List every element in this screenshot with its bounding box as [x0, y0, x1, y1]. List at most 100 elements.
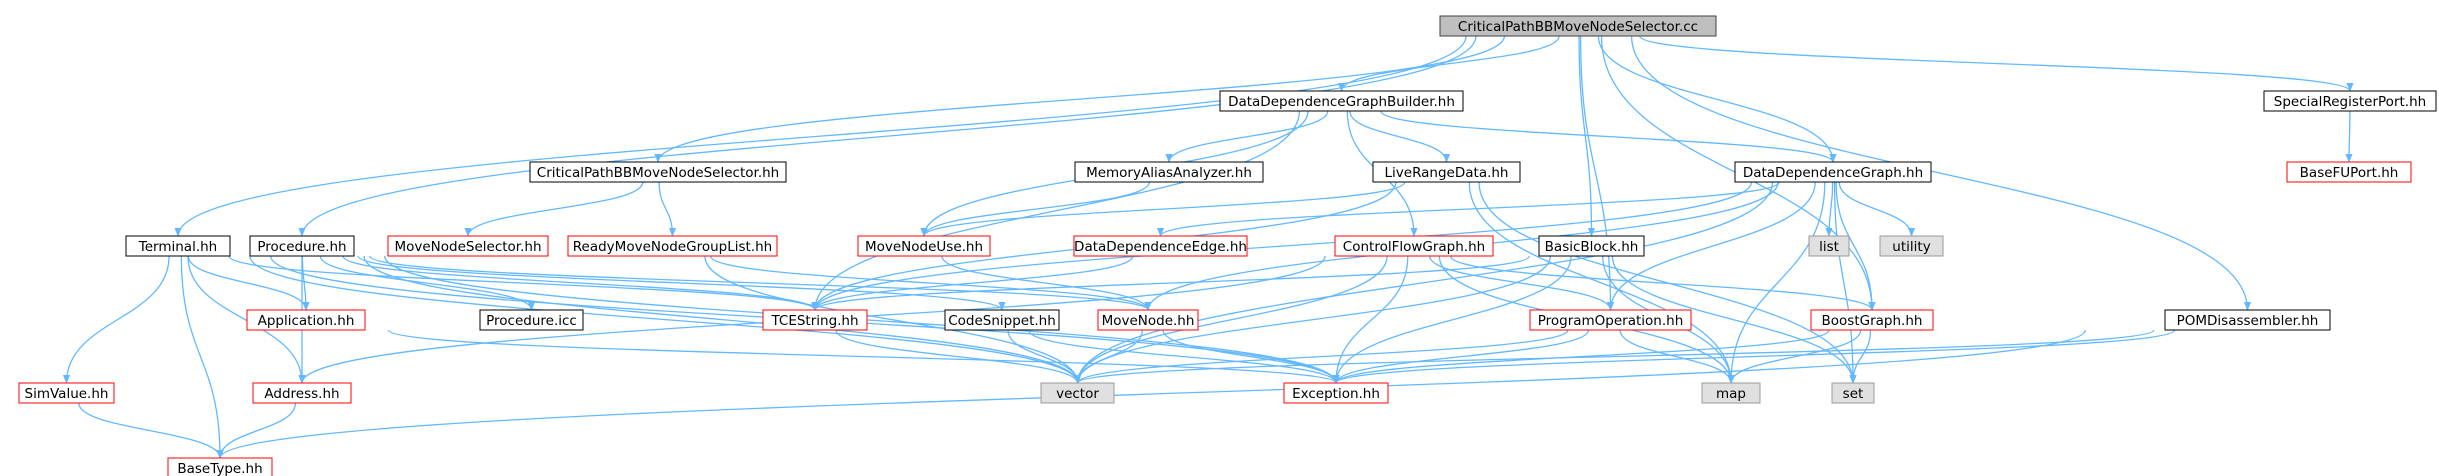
- node-label: Terminal.hh: [138, 239, 217, 255]
- node-box: [1879, 235, 1944, 257]
- node-label: set: [1843, 386, 1864, 402]
- node-bg[interactable]: BoostGraph.hh: [1810, 309, 1934, 331]
- node-ddg[interactable]: DataDependenceGraph.hh: [1734, 161, 1932, 183]
- edge-sim-to-bt: [78, 402, 224, 459]
- edge-line: [811, 255, 1531, 311]
- node-rmngl[interactable]: ReadyMoveNodeGroupList.hh: [567, 235, 778, 257]
- node-box: [1734, 161, 1932, 183]
- edge-line: [654, 35, 1506, 163]
- edge-line: [1619, 329, 1735, 384]
- node-bb[interactable]: BasicBlock.hh: [1538, 235, 1645, 257]
- edge-line: [2345, 110, 2353, 163]
- node-label: BasicBlock.hh: [1545, 239, 1639, 255]
- edge-pomd-to-bt: [216, 329, 2086, 459]
- node-box: [857, 235, 991, 257]
- node-procicc[interactable]: Procedure.icc: [479, 309, 584, 331]
- edge-proc-to-app: [301, 255, 310, 311]
- edge-term-to-app: [187, 255, 310, 311]
- edge-cpbb-to-rmngl: [658, 181, 677, 237]
- edge-line: [1380, 110, 1837, 163]
- edge-dde-to-tces: [811, 255, 1134, 311]
- node-box: [944, 309, 1060, 331]
- edge-ddgb-to-ddg: [1380, 110, 1837, 163]
- edge-line: [1579, 35, 1615, 311]
- node-root[interactable]: CriticalPathBBMoveNodeSelector.cc: [1439, 15, 1717, 37]
- edge-srp-to-bfu: [2345, 110, 2353, 163]
- edge-bg-to-set: [1849, 329, 1872, 384]
- node-box: [1334, 235, 1494, 257]
- edge-root-to-ddgb: [1337, 35, 1560, 92]
- node-sim[interactable]: SimValue.hh: [18, 382, 115, 404]
- node-mns[interactable]: MoveNodeSelector.hh: [387, 235, 549, 257]
- edge-line: [174, 35, 1467, 237]
- edge-ddg-to-util: [1838, 181, 1916, 237]
- edge-lrd-to-map: [1468, 181, 1735, 384]
- node-list: list: [1808, 235, 1850, 257]
- edge-line: [216, 402, 297, 459]
- node-box: [479, 309, 584, 331]
- edge-cfg-to-vec: [1073, 255, 1388, 384]
- edge-lrd-to-set: [1478, 181, 1857, 384]
- edge-root-to-term: [174, 35, 1467, 237]
- edge-ddgb-to-tces: [811, 110, 1301, 311]
- edge-line: [811, 110, 1301, 311]
- node-label: DataDependenceEdge.hh: [1074, 239, 1247, 255]
- edge-root-to-srp: [1639, 35, 2354, 92]
- edge-root-to-po: [1579, 35, 1615, 311]
- edge-term-to-bt: [180, 255, 224, 459]
- edge-line: [187, 255, 310, 311]
- node-exc[interactable]: Exception.hh: [1283, 382, 1389, 404]
- edge-line: [249, 255, 1082, 384]
- edge-line: [78, 402, 224, 459]
- node-box: [246, 309, 366, 331]
- node-box: [529, 161, 787, 183]
- node-mnu[interactable]: MoveNodeUse.hh: [857, 235, 991, 257]
- node-po[interactable]: ProgramOperation.hh: [1529, 309, 1692, 331]
- node-label: Application.hh: [258, 313, 355, 329]
- node-bt[interactable]: BaseType.hh: [167, 457, 273, 476]
- edge-root-to-proc: [298, 35, 1477, 237]
- edge-ddg-to-map: [1727, 181, 1826, 384]
- edge-line: [369, 255, 1152, 311]
- edge-line: [216, 329, 2086, 459]
- node-box: [167, 457, 273, 476]
- edge-line: [1838, 181, 1916, 237]
- node-pomd[interactable]: POMDisassembler.hh: [2164, 309, 2331, 331]
- node-cs[interactable]: CodeSnippet.hh: [944, 309, 1060, 331]
- node-proc[interactable]: Procedure.hh: [249, 235, 355, 257]
- node-ddgb[interactable]: DataDependenceGraphBuilder.hh: [1219, 90, 1464, 112]
- edge-line: [1162, 329, 1340, 384]
- node-box: [1073, 235, 1248, 257]
- node-app[interactable]: Application.hh: [246, 309, 366, 331]
- node-dde[interactable]: DataDependenceEdge.hh: [1073, 235, 1248, 257]
- edge-line: [1478, 181, 1857, 384]
- edge-line: [1332, 255, 1409, 384]
- node-srp[interactable]: SpecialRegisterPort.hh: [2263, 90, 2437, 112]
- node-cfg[interactable]: ControlFlowGraph.hh: [1334, 235, 1494, 257]
- node-tces[interactable]: TCEString.hh: [762, 309, 868, 331]
- node-maa[interactable]: MemoryAliasAnalyzer.hh: [1074, 161, 1264, 183]
- node-lrd[interactable]: LiveRangeData.hh: [1372, 161, 1521, 183]
- edge-bb-to-tces: [811, 255, 1531, 311]
- node-bfu[interactable]: BaseFUPort.hh: [2286, 161, 2412, 183]
- edge-line: [1165, 110, 1329, 163]
- node-label: vector: [1056, 386, 1099, 402]
- node-label: DataDependenceGraphBuilder.hh: [1228, 94, 1455, 110]
- edge-line: [1835, 181, 1876, 311]
- node-label: SpecialRegisterPort.hh: [2274, 94, 2426, 110]
- edge-line: [1332, 329, 2176, 384]
- node-box: [1097, 309, 1199, 331]
- edge-line: [1074, 329, 2155, 384]
- node-mn[interactable]: MoveNode.hh: [1097, 309, 1199, 331]
- node-term[interactable]: Terminal.hh: [125, 235, 231, 257]
- node-label: CriticalPathBBMoveNodeSelector.cc: [1458, 19, 1698, 35]
- edge-ddg-to-bg: [1835, 181, 1876, 311]
- edge-ddg-to-dde: [1157, 181, 1780, 237]
- node-cpbb[interactable]: CriticalPathBBMoveNodeSelector.hh: [529, 161, 787, 183]
- edge-ddg-to-list: [1825, 181, 1834, 237]
- node-addr[interactable]: Address.hh: [252, 382, 352, 404]
- edges-layer: [62, 35, 2354, 459]
- node-label: MoveNode.hh: [1102, 313, 1195, 329]
- node-label: ProgramOperation.hh: [1538, 313, 1684, 329]
